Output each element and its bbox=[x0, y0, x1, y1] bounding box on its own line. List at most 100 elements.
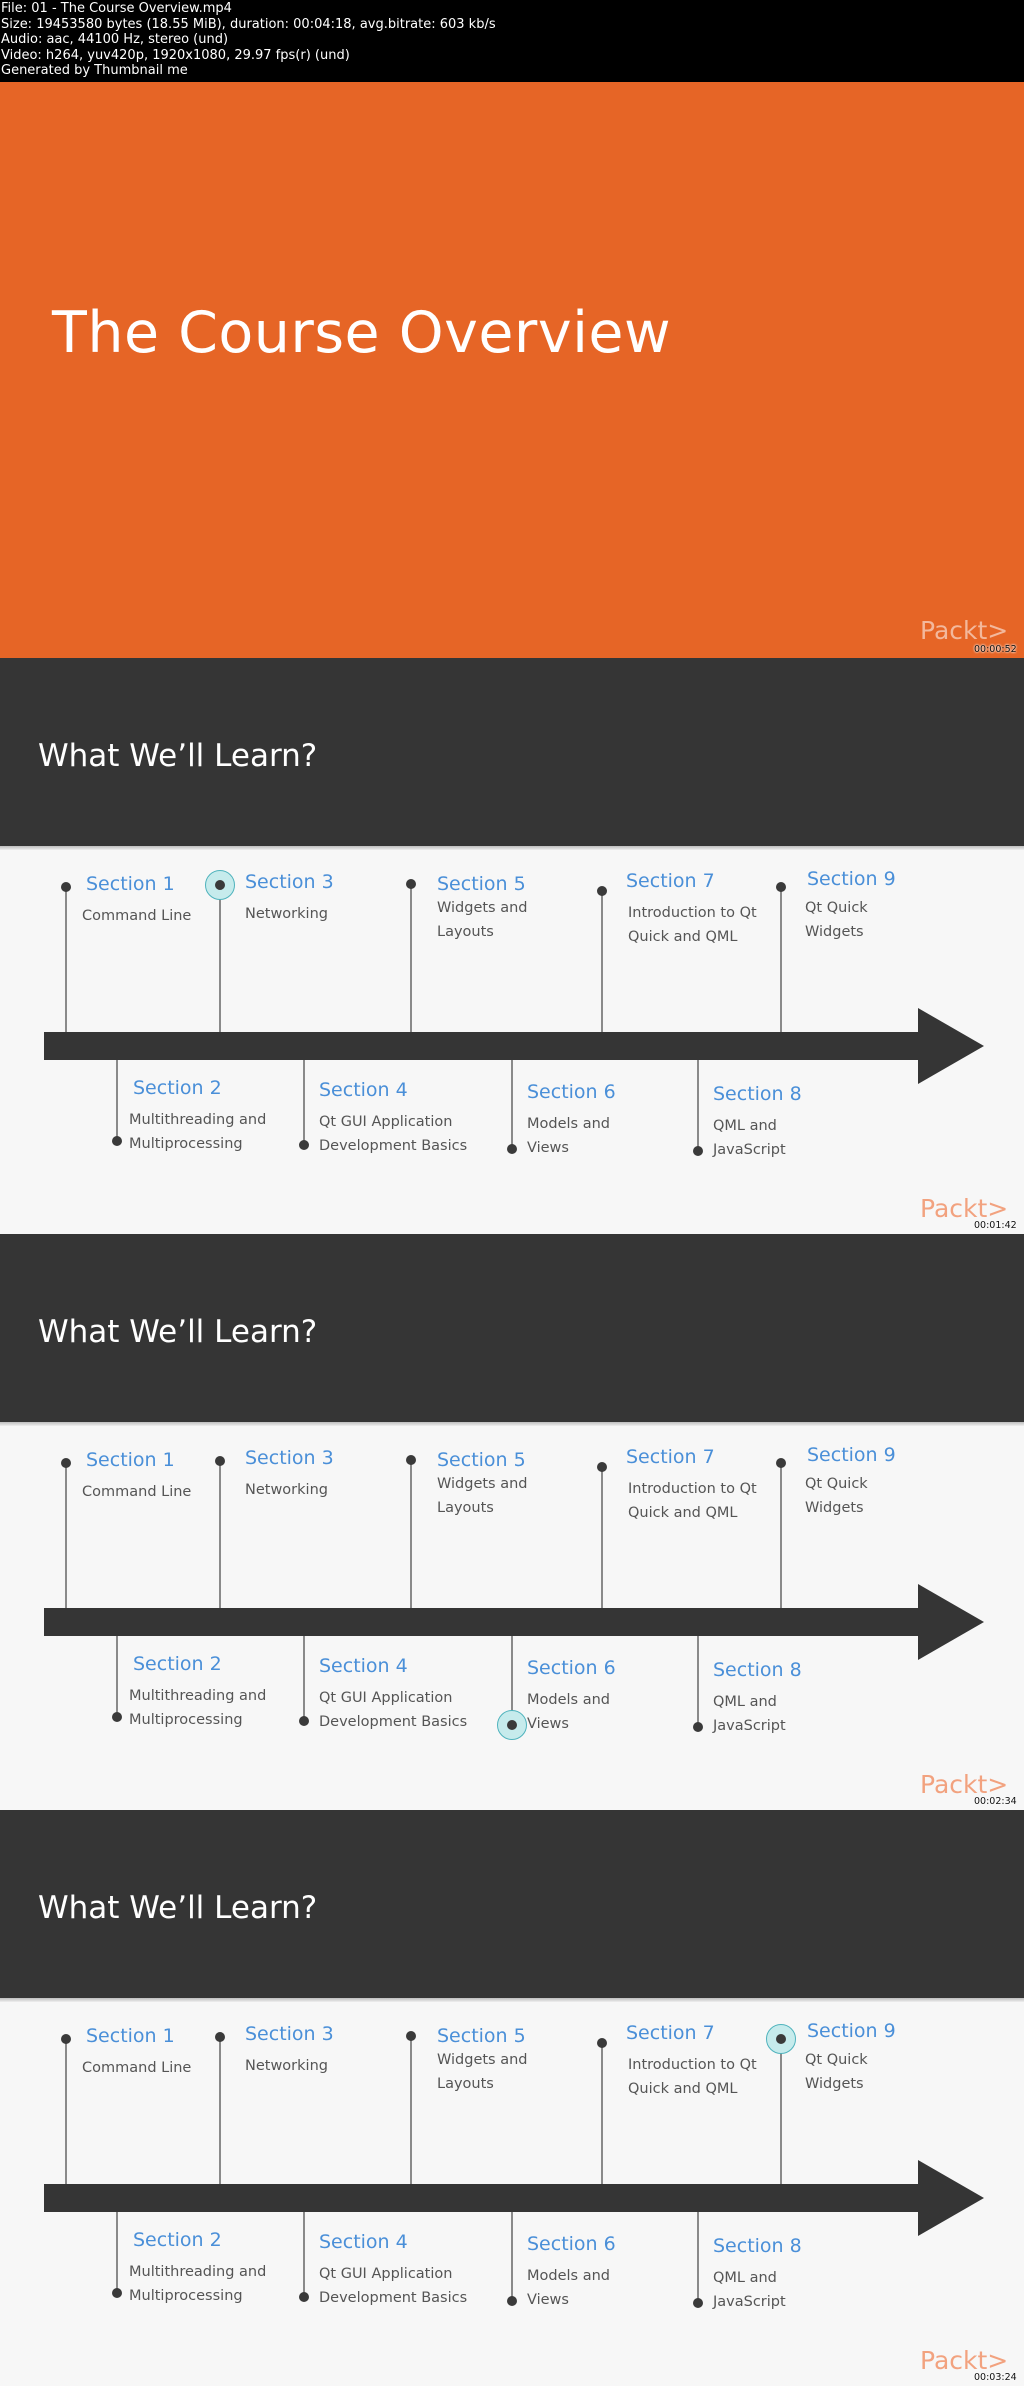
section-1-connector bbox=[65, 1463, 67, 1608]
section-6-marker bbox=[507, 2296, 517, 2306]
section-4-description-line: Development Basics bbox=[319, 1138, 468, 1154]
section-4-description-line: Qt GUI Application bbox=[319, 2266, 453, 2282]
section-5-label: Section 5 bbox=[437, 873, 526, 895]
section-5-description-line: Widgets and bbox=[437, 1476, 528, 1492]
info-generator: Generated by Thumbnail me bbox=[1, 63, 188, 78]
section-2-description-line: Multiprocessing bbox=[129, 1712, 243, 1728]
section-9-label: Section 9 bbox=[807, 2020, 896, 2042]
timeline-arrowhead bbox=[918, 1584, 984, 1660]
section-1-connector bbox=[65, 887, 67, 1032]
section-3-label: Section 3 bbox=[245, 1447, 334, 1469]
frame-timestamp: 00:03:24 bbox=[974, 2372, 1017, 2383]
section-4-label: Section 4 bbox=[319, 1079, 408, 1101]
section-3-connector bbox=[219, 1461, 221, 1608]
section-2-description-line: Multiprocessing bbox=[129, 2288, 243, 2304]
section-1-marker bbox=[61, 1458, 71, 1468]
section-4-description-line: Development Basics bbox=[319, 2290, 468, 2306]
frame-timestamp: 00:01:42 bbox=[974, 1220, 1017, 1231]
section-5-marker bbox=[406, 1455, 416, 1465]
section-9-description-line: Qt Quick bbox=[805, 900, 868, 916]
section-4-description-line: Qt GUI Application bbox=[319, 1690, 453, 1706]
section-1-description: Command Line bbox=[82, 904, 191, 928]
section-9-label: Section 9 bbox=[807, 1444, 896, 1466]
section-4-marker bbox=[299, 1716, 309, 1726]
section-7-marker bbox=[597, 2038, 607, 2048]
section-1-description: Command Line bbox=[82, 2056, 191, 2080]
section-6-connector bbox=[511, 1636, 513, 1725]
section-8-label: Section 8 bbox=[713, 1659, 802, 1681]
section-8-connector bbox=[697, 2212, 699, 2303]
agenda-title: What We’ll Learn? bbox=[38, 1890, 318, 1926]
section-4-connector bbox=[303, 1636, 305, 1721]
section-5-marker bbox=[406, 879, 416, 889]
section-7-description-line: Quick and QML bbox=[628, 929, 738, 945]
section-6-label: Section 6 bbox=[527, 2233, 616, 2255]
section-8-description-line: JavaScript bbox=[713, 2294, 786, 2310]
section-2-marker bbox=[112, 1136, 122, 1146]
section-6-description-line: Models and bbox=[527, 2268, 610, 2284]
section-1-description-line: Command Line bbox=[82, 1484, 192, 1500]
slide-title: The Course Overview bbox=[52, 300, 672, 366]
section-3-description: Networking bbox=[245, 1478, 328, 1502]
section-3-description-line: Networking bbox=[245, 906, 328, 922]
info-video: Video: h264, yuv420p, 1920x1080, 29.97 f… bbox=[1, 47, 350, 63]
section-6-marker bbox=[507, 1144, 517, 1154]
section-2-connector bbox=[116, 1636, 118, 1717]
section-5-description-line: Layouts bbox=[437, 2076, 494, 2092]
section-9-description-line: Qt Quick bbox=[805, 2052, 868, 2068]
section-1-connector bbox=[65, 2039, 67, 2184]
section-2-label: Section 2 bbox=[133, 2229, 222, 2251]
section-6-description-line: Models and bbox=[527, 1692, 610, 1708]
section-8-marker bbox=[693, 1146, 703, 1156]
section-7-marker bbox=[597, 1462, 607, 1472]
timeline-arrowhead bbox=[918, 1008, 984, 1084]
video-info-header: File: 01 - The Course Overview.mp4 Size:… bbox=[0, 0, 1024, 82]
section-9-description-line: Widgets bbox=[805, 1500, 864, 1516]
section-7-description: Introduction to Qt Quick and QML bbox=[628, 1477, 757, 1525]
section-9-label: Section 9 bbox=[807, 868, 896, 890]
section-3-label: Section 3 bbox=[245, 871, 334, 893]
section-4-label: Section 4 bbox=[319, 2231, 408, 2253]
section-5-label: Section 5 bbox=[437, 1449, 526, 1471]
section-9-description-line: Qt Quick bbox=[805, 1476, 868, 1492]
section-3-marker bbox=[215, 880, 225, 890]
timeline-arrowhead bbox=[918, 2160, 984, 2236]
section-8-description-line: JavaScript bbox=[713, 1142, 786, 1158]
section-6-marker bbox=[507, 1720, 517, 1730]
section-7-description-line: Introduction to Qt bbox=[628, 2057, 757, 2073]
section-8-description-line: QML and bbox=[713, 2270, 777, 2286]
info-audio: Audio: aac, 44100 Hz, stereo (und) bbox=[1, 32, 229, 47]
agenda-header: What We’ll Learn? bbox=[0, 1234, 1024, 1422]
section-8-description-line: QML and bbox=[713, 1694, 777, 1710]
title-slide-frame: The Course Overview Packt> 00:00:52 bbox=[0, 82, 1024, 658]
section-8-connector bbox=[697, 1060, 699, 1151]
section-7-description-line: Introduction to Qt bbox=[628, 1481, 757, 1497]
section-7-description-line: Quick and QML bbox=[628, 1505, 738, 1521]
section-3-marker bbox=[215, 2032, 225, 2042]
section-5-description-line: Layouts bbox=[437, 1500, 494, 1516]
section-5-connector bbox=[410, 2036, 412, 2184]
section-8-label: Section 8 bbox=[713, 2235, 802, 2257]
section-9-connector bbox=[780, 2039, 782, 2184]
packt-logo: Packt> bbox=[920, 1770, 1009, 1799]
section-6-label: Section 6 bbox=[527, 1081, 616, 1103]
section-5-description-line: Widgets and bbox=[437, 900, 528, 916]
section-4-description-line: Qt GUI Application bbox=[319, 1114, 453, 1130]
timeline-arrow bbox=[44, 1608, 920, 1636]
section-2-marker bbox=[112, 1712, 122, 1722]
